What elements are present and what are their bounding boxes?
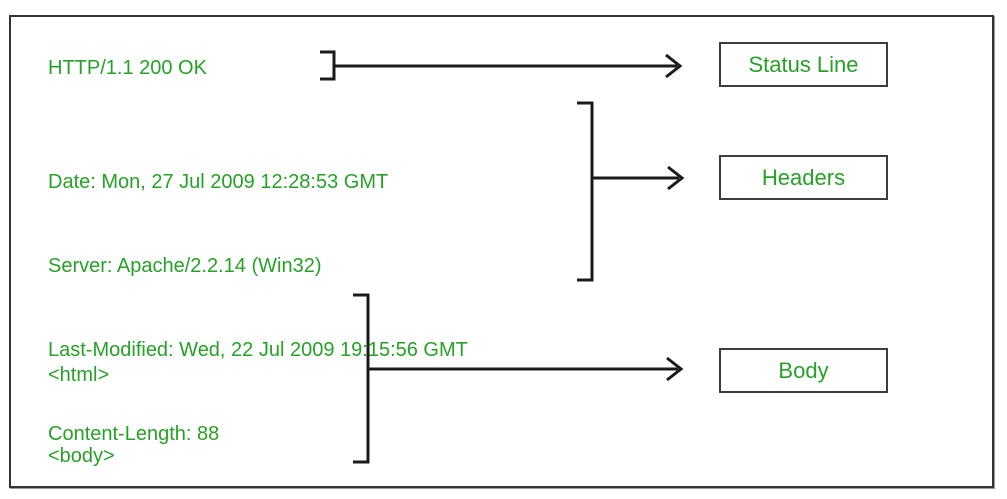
headers-bracket-arrow — [577, 101, 685, 282]
headers-label: Headers — [761, 164, 846, 190]
status-line-label: Status Line — [748, 51, 859, 77]
body-label: Body — [778, 357, 829, 383]
body-label-box: Body — [719, 348, 888, 393]
response-headers-block: Date: Mon, 27 Jul 2009 12:28:53 GMT Serv… — [48, 112, 468, 499]
status-line-label-box: Status Line — [719, 42, 888, 87]
header-line-server: Server: Apache/2.2.14 (Win32) — [48, 255, 322, 277]
headers-label-box: Headers — [719, 155, 888, 200]
response-body-block: <html> <body> <h1>Hello, World!</h1> </b… — [48, 308, 259, 499]
body-bracket-arrow — [353, 293, 684, 464]
header-line-date: Date: Mon, 27 Jul 2009 12:28:53 GMT — [48, 171, 389, 193]
outer-frame — [9, 15, 994, 488]
body-line-html-open: <html> — [48, 364, 110, 386]
body-line-body-open: <body> — [48, 445, 115, 467]
header-line-last-modified: Last-Modified: Wed, 22 Jul 2009 19:15:56… — [48, 339, 468, 361]
status-line-bracket-arrow — [320, 50, 683, 81]
header-line-content-length: Content-Length: 88 — [48, 423, 220, 445]
status-line-text: HTTP/1.1 200 OK — [48, 57, 207, 79]
